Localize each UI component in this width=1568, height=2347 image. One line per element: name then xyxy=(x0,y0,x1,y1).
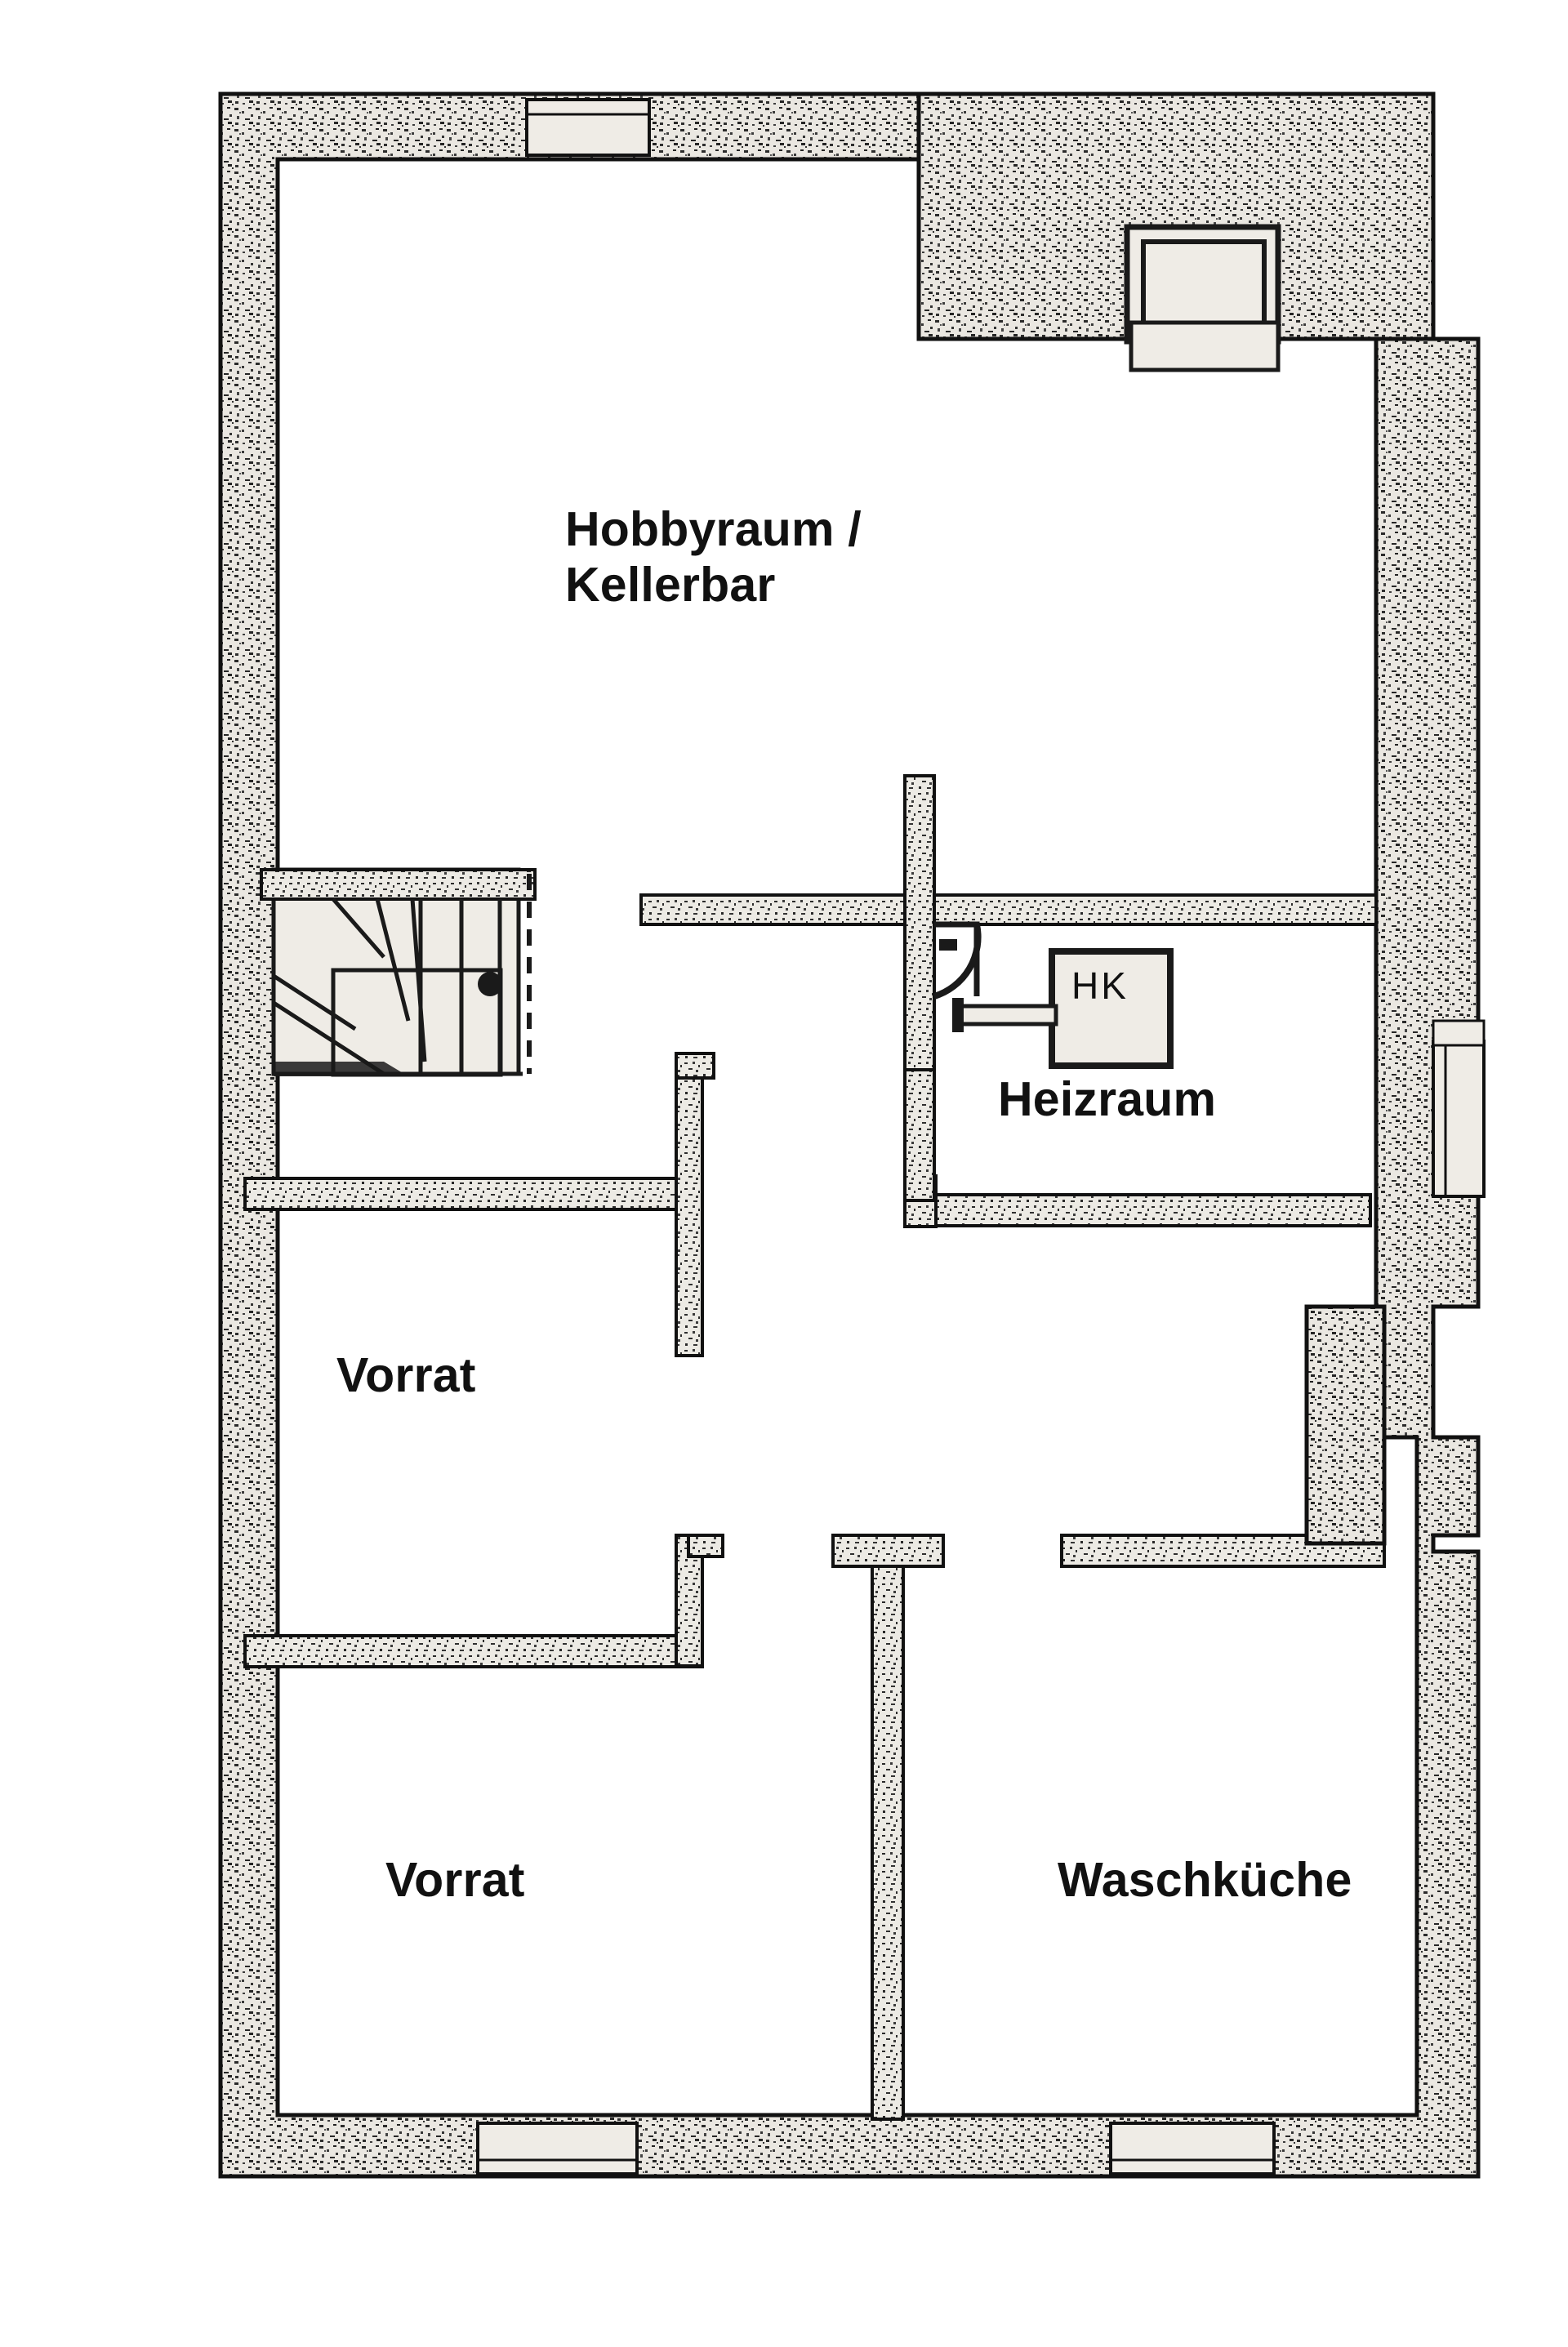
room-label-hobbyraum-line1: Hobbyraum / xyxy=(565,502,862,556)
window-top-left xyxy=(525,98,651,157)
interior-wall-hobby-heiz xyxy=(639,893,1378,926)
room-label-vorrat-lower: Vorrat xyxy=(385,1853,525,1907)
interior-wall-vorrat1-stub xyxy=(675,1052,715,1357)
interior-wall-vorrat1-north xyxy=(243,1177,692,1211)
interior-wall-vorrat1-south xyxy=(243,1534,724,1668)
window-bottom-right xyxy=(1109,2122,1276,2176)
window-bottom-left xyxy=(476,2122,639,2176)
heizkessel-label: HK xyxy=(1071,964,1129,1007)
heizkessel-hk-box xyxy=(952,948,1174,1069)
interior-wall-vertical-center-lower xyxy=(903,1068,936,1202)
room-label-vorrat-upper: Vorrat xyxy=(336,1348,476,1402)
interior-wall-vorrat2-waschkueche xyxy=(831,1534,945,2121)
staircase xyxy=(260,867,537,1077)
room-label-hobbyraum-line2: Kellerbar xyxy=(565,558,776,612)
room-label-hobbyraum: Hobbyraum /Kellerbar xyxy=(565,501,862,613)
interior-wall-heizraum-south xyxy=(903,1174,1372,1228)
window-top-right-lightwell xyxy=(1124,224,1281,372)
interior-wall-vertical-center-upper xyxy=(903,774,936,1071)
window-right-heizraum xyxy=(1432,1019,1486,1198)
door-heizraum xyxy=(933,921,982,1000)
room-label-waschkueche: Waschküche xyxy=(1058,1853,1352,1907)
exterior-wall-step-right xyxy=(1304,1304,1387,1546)
room-label-heizraum: Heizraum xyxy=(998,1072,1217,1126)
